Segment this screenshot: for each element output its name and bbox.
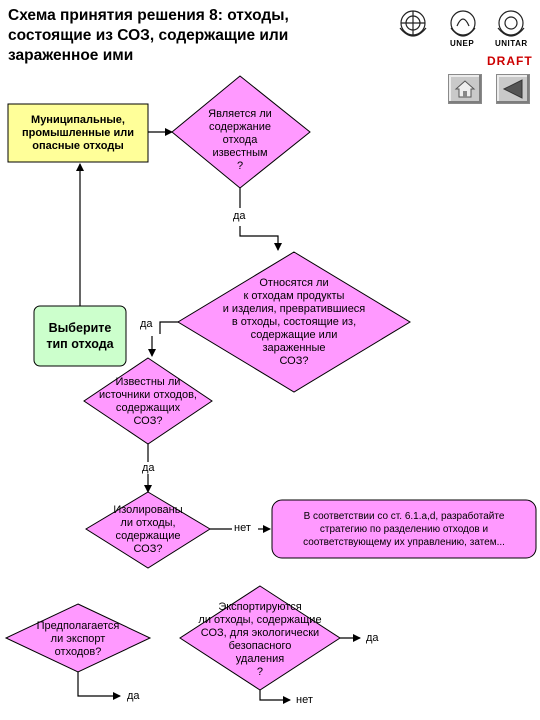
unitar-emblem-icon: [497, 10, 525, 37]
sources-line-1: Известны ли: [115, 376, 181, 388]
label-no-exported: нет: [296, 694, 313, 706]
connector-known-products: [239, 226, 282, 251]
known-line-1: Является ли: [208, 107, 272, 120]
sources-line-2: источники отходов,: [98, 389, 197, 401]
strategy-text: В соответствии со ст. 6.1.a,d, разработа…: [276, 502, 532, 556]
select-type-line-1: Выберите: [48, 321, 112, 335]
products-line-4: в отходы, состоящие из,: [231, 315, 357, 328]
home-icon: [454, 80, 476, 98]
municipal-line-1: Муниципальные,: [31, 113, 125, 126]
decision-products-diamond: [177, 251, 411, 393]
exported-line-2: ли отходы, содержащие: [198, 614, 322, 626]
decision-exported-diamond: [179, 585, 341, 691]
select-type-box: [33, 305, 127, 367]
sources-line-3: содержащих: [115, 402, 181, 414]
un-emblem-icon: [399, 10, 525, 37]
products-line-5: содержащие или: [250, 328, 338, 341]
products-line-3: и изделия, превратившиеся: [222, 302, 366, 315]
municipal-line-2: промышленные или: [22, 126, 134, 139]
isolated-line-1: Изолированы: [113, 504, 183, 516]
label-yes-known: да: [233, 210, 246, 222]
decision-exported-text: Экспортируются ли отходы, содержащие СОЗ…: [186, 598, 334, 682]
municipal-waste-text: Муниципальные, промышленные или опасные …: [8, 104, 148, 162]
draft-label: DRAFT: [487, 54, 533, 68]
decision-isolated-text: Изолированы ли отходы, содержащие СОЗ?: [98, 500, 198, 560]
products-line-1: Относятся ли: [259, 276, 329, 289]
connector-exportplanned-yes: [77, 672, 121, 700]
exported-line-6: ?: [256, 666, 264, 678]
select-type-text: Выберите тип отхода: [34, 306, 126, 366]
products-line-7: СОЗ?: [279, 354, 309, 367]
unitar-label: UNITAR: [495, 39, 528, 48]
decision-products-text: Относятся ли к отходам продукты и издели…: [190, 262, 398, 382]
export-planned-line-2: ли экспорт: [50, 632, 106, 645]
municipal-line-3: опасные отходы: [32, 139, 124, 152]
title-line-3: зараженное ими: [8, 47, 134, 64]
known-line-4: известным: [212, 146, 268, 159]
strategy-box: [271, 499, 537, 559]
logos-group: UNEP UNITAR: [395, 6, 535, 48]
export-planned-line-3: отходов?: [54, 645, 102, 658]
decision-isolated-diamond: [85, 491, 211, 569]
label-yes-sources: да: [142, 462, 155, 474]
home-button[interactable]: [448, 74, 482, 104]
label-yes-products: да: [140, 318, 153, 330]
decision-known-text: Является ли содержание отхода известным …: [186, 100, 294, 180]
label-no-isolated: нет: [234, 522, 251, 534]
unep-emblem-icon: [450, 10, 476, 37]
municipal-waste-box: [7, 103, 149, 163]
exported-line-3: СОЗ, для экологически: [200, 627, 320, 639]
exported-line-4: безопасного: [228, 640, 292, 652]
page-title: Схема принятия решения 8: отходы, состоя…: [8, 6, 338, 66]
title-line-2: состоящие из СОЗ, содержащие или: [8, 27, 289, 44]
strategy-line-2: стратегию по разделению отходов и: [319, 523, 489, 535]
select-type-line-2: тип отхода: [46, 337, 114, 351]
export-planned-line-1: Предполагается: [36, 619, 120, 632]
label-yes-export-planned: да: [127, 690, 140, 702]
label-yes-exported: да: [366, 632, 379, 644]
known-line-3: отхода: [222, 133, 258, 146]
isolated-line-2: ли отходы,: [120, 517, 176, 529]
known-line-2: содержание: [209, 120, 271, 133]
decision-export-planned-diamond: [4, 603, 152, 673]
connector-exported-no: [259, 688, 291, 704]
strategy-line-3: соответствующему их управлению, затем...: [303, 536, 505, 548]
decision-known-diamond: [171, 75, 311, 189]
decision-export-planned-text: Предполагается ли экспорт отходов?: [18, 616, 138, 662]
sources-line-4: СОЗ?: [133, 415, 163, 427]
triangle-left-icon: [502, 79, 523, 99]
isolated-line-4: СОЗ?: [133, 543, 163, 555]
isolated-line-3: содержащие: [115, 530, 181, 542]
decision-sources-diamond: [83, 357, 213, 445]
exported-line-5: удаления: [235, 653, 285, 665]
unep-label: UNEP: [450, 39, 475, 48]
exported-line-1: Экспортируются: [218, 601, 302, 613]
connector-products-left: [159, 321, 180, 334]
back-button[interactable]: [496, 74, 530, 104]
strategy-line-1: В соответствии со ст. 6.1.a,d, разработа…: [303, 510, 505, 522]
known-line-5: ?: [236, 159, 244, 172]
decision-sources-text: Известны ли источники отходов, содержащи…: [88, 374, 208, 430]
products-line-6: зараженные: [262, 341, 326, 354]
products-line-2: к отходам продукты: [243, 289, 345, 302]
title-line-1: Схема принятия решения 8: отходы,: [8, 7, 289, 24]
